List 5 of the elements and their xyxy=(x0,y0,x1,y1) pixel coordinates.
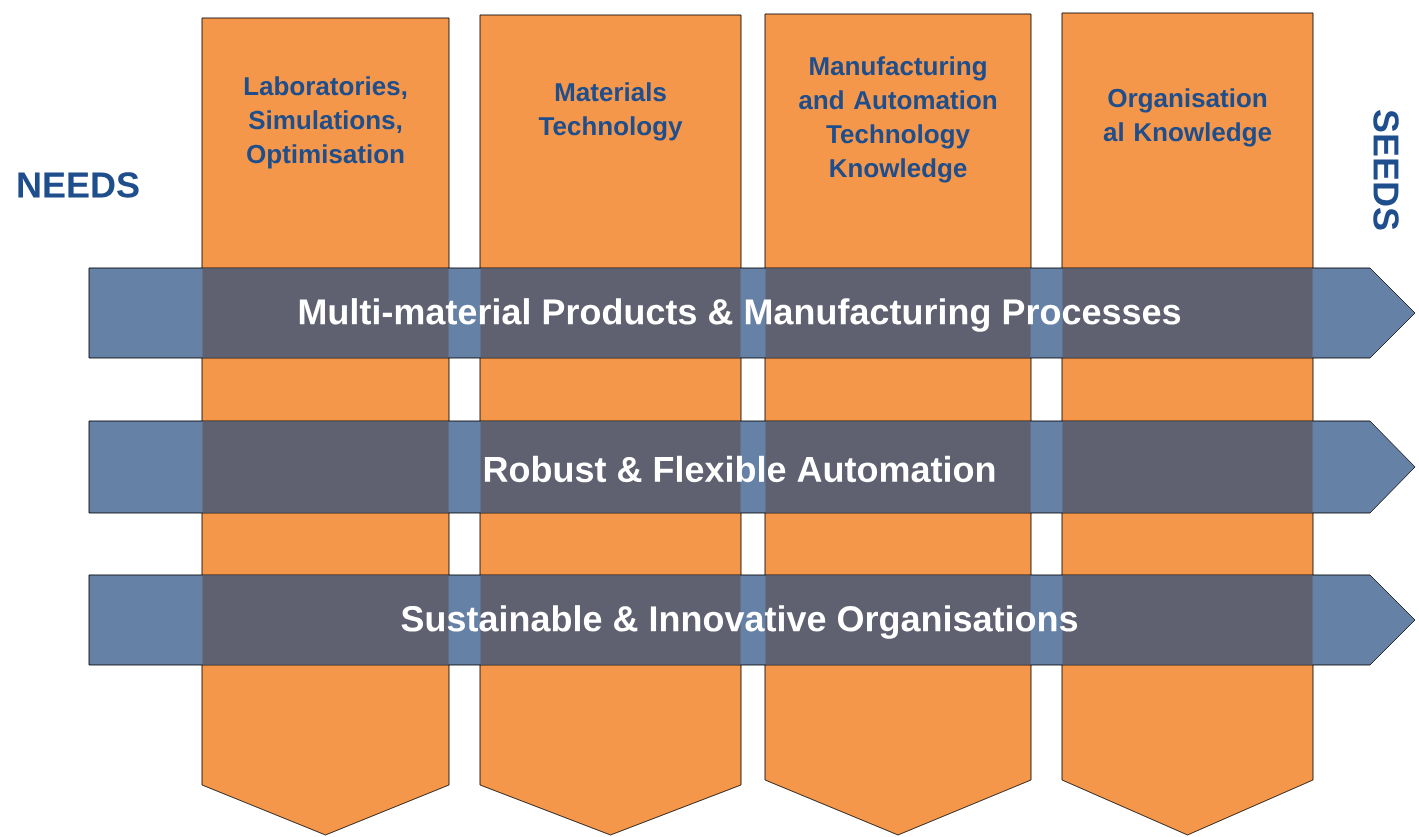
right-arrow-band: Sustainable & Innovative Organisations xyxy=(88,574,1416,666)
right-arrow-band: Multi-material Products & Manufacturing Processes xyxy=(88,267,1416,359)
side-label: NEEDS xyxy=(18,172,139,198)
side-label: SEEDS xyxy=(1373,110,1399,230)
right-arrow-band: Robust & Flexible Automation xyxy=(88,420,1416,514)
